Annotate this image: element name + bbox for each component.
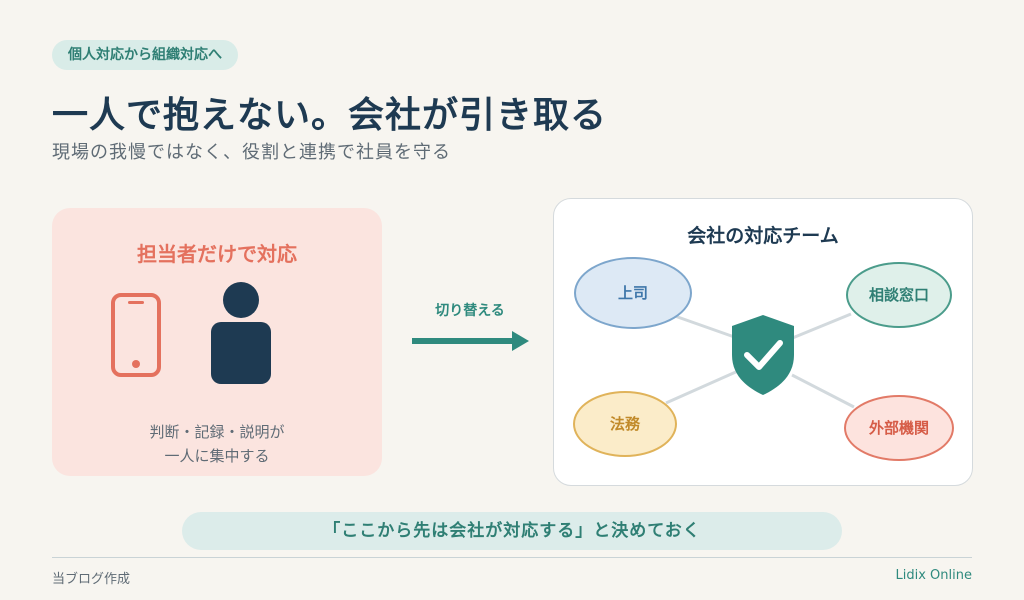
connector-lines bbox=[665, 312, 855, 409]
smartphone-icon bbox=[111, 293, 161, 377]
individual-response-card: 担当者だけで対応 判断・記録・説明が 一人に集中する bbox=[52, 208, 382, 476]
footer-credit: 当ブログ作成 bbox=[52, 572, 131, 587]
node-consultation-desk: 相談窓口 bbox=[846, 262, 952, 328]
node-legal: 法務 bbox=[573, 391, 677, 457]
page-subtitle: 現場の我慢ではなく、役割と連携で社員を守る bbox=[52, 142, 451, 163]
company-team-card: 会社の対応チーム 上司 相談窓口 法務 外部機関 bbox=[553, 198, 973, 486]
switch-label: 切り替える bbox=[435, 303, 505, 319]
company-team-title: 会社の対応チーム bbox=[687, 225, 839, 247]
footer-divider bbox=[52, 557, 972, 558]
description-line: 一人に集中する bbox=[164, 447, 270, 465]
section-tag: 個人対応から組織対応へ bbox=[52, 40, 238, 70]
summary-banner: 「ここから先は会社が対応する」と決めておく bbox=[182, 512, 842, 550]
arrow-right-icon bbox=[412, 331, 529, 351]
person-icon bbox=[211, 282, 271, 384]
node-external-agency: 外部機関 bbox=[844, 395, 954, 461]
description-line: 判断・記録・説明が bbox=[149, 423, 285, 441]
footer-brand: Lidix Online bbox=[895, 568, 972, 583]
connector-line bbox=[791, 373, 855, 409]
individual-response-description: 判断・記録・説明が 一人に集中する bbox=[52, 420, 382, 468]
shield-check-icon bbox=[732, 315, 794, 395]
individual-response-title: 担当者だけで対応 bbox=[137, 242, 297, 266]
connector-line bbox=[789, 312, 852, 341]
page-title: 一人で抱えない。会社が引き取る bbox=[52, 95, 608, 136]
node-boss: 上司 bbox=[574, 257, 692, 329]
connector-line bbox=[671, 313, 741, 341]
connector-line bbox=[665, 369, 739, 405]
